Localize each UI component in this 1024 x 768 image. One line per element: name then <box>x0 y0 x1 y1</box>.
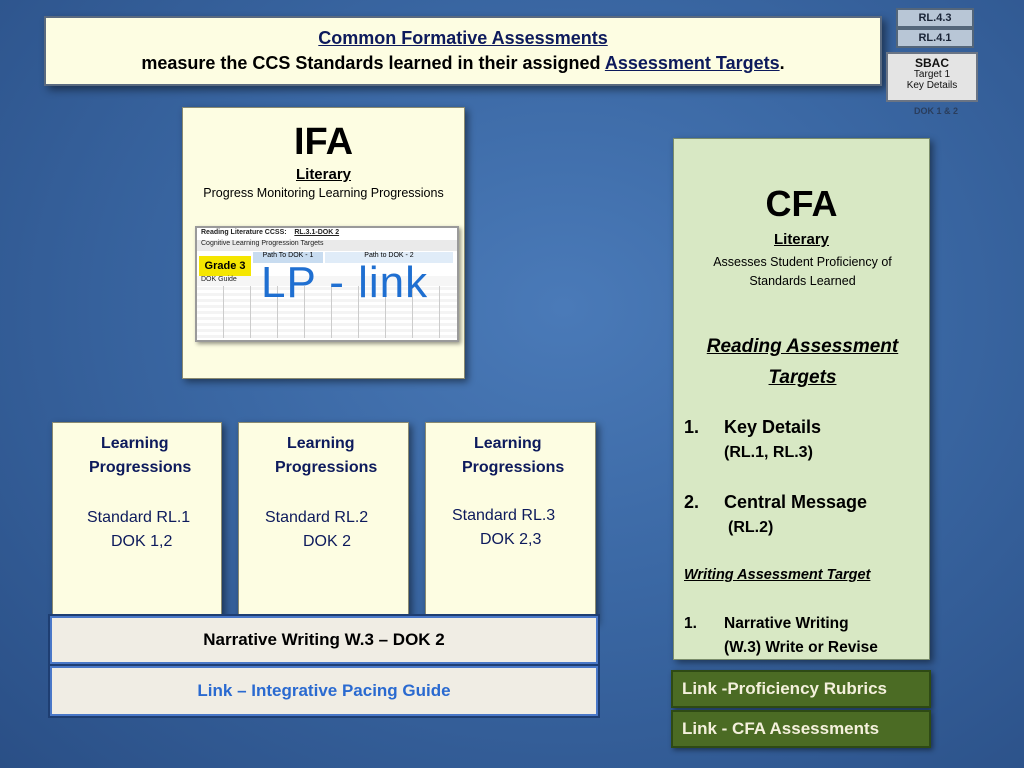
assessment-targets-link[interactable]: Assessment Targets <box>604 53 780 73</box>
lp-heading-line2: Progressions <box>89 459 192 476</box>
learning-progression-card-rl2[interactable]: Learning Progressions Standard RL.2 DOK … <box>238 422 409 622</box>
lp-heading-line1: Learning <box>101 435 169 452</box>
title-banner: Common Formative Assessments measure the… <box>44 16 882 86</box>
ifa-description: Progress Monitoring Learning Progression… <box>203 186 444 200</box>
sbac-tag-top: RL.4.3 <box>896 8 974 28</box>
lp-standard: Standard RL.1 <box>87 509 191 526</box>
writing-target-heading: Writing Assessment Target <box>684 567 871 583</box>
lp-standard: Standard RL.3 <box>452 507 556 524</box>
target-item-1-detail: (RL.1, RL.3) <box>724 444 813 461</box>
lp-heading-line1: Learning <box>287 435 355 452</box>
pacing-guide-link[interactable]: Link – Integrative Pacing Guide <box>50 666 598 716</box>
ifa-card: IFA Literary Progress Monitoring Learnin… <box>182 107 465 379</box>
sbac-tag-mid: RL.4.1 <box>896 28 974 48</box>
sbac-line2: Key Details <box>906 80 958 91</box>
subtitle-suffix: . <box>779 53 785 73</box>
page-title: Common Formative Assessments <box>318 28 608 48</box>
sbac-line1: Target 1 <box>913 69 951 80</box>
thumb-subheader: Cognitive Learning Progression Targets <box>197 240 457 251</box>
learning-progression-thumbnail[interactable]: Reading Literature CCSS: RL.3.1-DOK 2 Co… <box>195 226 459 342</box>
target-item-1-num: 1. <box>684 417 700 437</box>
thumb-code: RL.3.1-DOK 2 <box>294 229 340 236</box>
cfa-title: CFA <box>765 183 838 224</box>
lp-dok: DOK 2 <box>303 533 352 550</box>
writing-item-1: 1. Narrative Writing <box>684 615 849 633</box>
sbac-footer: DOK 1 & 2 <box>913 106 958 116</box>
lp-link[interactable]: LP - link <box>261 258 429 307</box>
thumb-guide: DOK Guide <box>197 276 457 287</box>
writing-item-1-detail: (W.3) Write or Revise <box>724 639 878 656</box>
ifa-subtitle: Literary <box>295 166 352 183</box>
lp-dok: DOK 1,2 <box>111 533 173 550</box>
thumb-header: Reading Literature CCSS: RL.3.1-DOK 2 <box>197 229 457 240</box>
target-item-1-label: Key Details <box>724 417 822 437</box>
cfa-subtitle: Literary <box>773 231 830 248</box>
ifa-title: IFA <box>293 121 354 163</box>
cfa-assessments-link[interactable]: Link - CFA Assessments <box>671 710 931 748</box>
lp-heading-line1: Learning <box>474 435 542 452</box>
learning-progression-card-rl3[interactable]: Learning Progressions Standard RL.3 DOK … <box>425 422 596 622</box>
narrative-writing-bar: Narrative Writing W.3 – DOK 2 <box>50 616 598 664</box>
target-item-2-label: Central Message <box>724 492 868 512</box>
cfa-card: CFA Literary Assesses Student Proficienc… <box>673 138 930 660</box>
lp-heading-line2: Progressions <box>275 459 378 476</box>
lp-heading-line2: Progressions <box>462 459 565 476</box>
learning-progression-card-rl1[interactable]: Learning Progressions Standard RL.1 DOK … <box>52 422 222 622</box>
target-item-2-num: 2. <box>684 492 700 512</box>
thumb-grade: Grade 3 <box>199 256 251 276</box>
target-item-1: 1. Key Details <box>684 417 821 438</box>
thumb-path2: Path to DOK - 2 <box>325 252 453 263</box>
target-item-2: 2. Central Message <box>684 492 867 513</box>
writing-item-1-num: 1. <box>684 615 697 632</box>
thumb-path1: Path To DOK - 1 <box>253 252 323 263</box>
lp-standard: Standard RL.2 <box>265 509 369 526</box>
page-subtitle: measure the CCS Standards learned in the… <box>46 53 880 74</box>
cfa-description: Assesses Student Proficiency of Standard… <box>713 255 892 288</box>
sbac-title: SBAC <box>914 56 949 70</box>
sbac-graphic: RL.4.3 RL.4.1 SBAC Target 1 Key Details … <box>880 4 990 122</box>
subtitle-prefix: measure the CCS Standards learned in the… <box>141 53 605 73</box>
reading-targets-heading: Reading Assessment Targets <box>706 336 899 388</box>
sbac-main-box: SBAC Target 1 Key Details <box>886 52 978 102</box>
writing-item-1-label: Narrative Writing <box>724 615 849 632</box>
proficiency-rubrics-link[interactable]: Link -Proficiency Rubrics <box>671 670 931 708</box>
target-item-2-detail: (RL.2) <box>728 519 774 536</box>
lp-dok: DOK 2,3 <box>480 531 542 548</box>
thumb-header-text: Reading Literature CCSS: <box>201 229 287 236</box>
thumb-grid <box>197 286 457 338</box>
